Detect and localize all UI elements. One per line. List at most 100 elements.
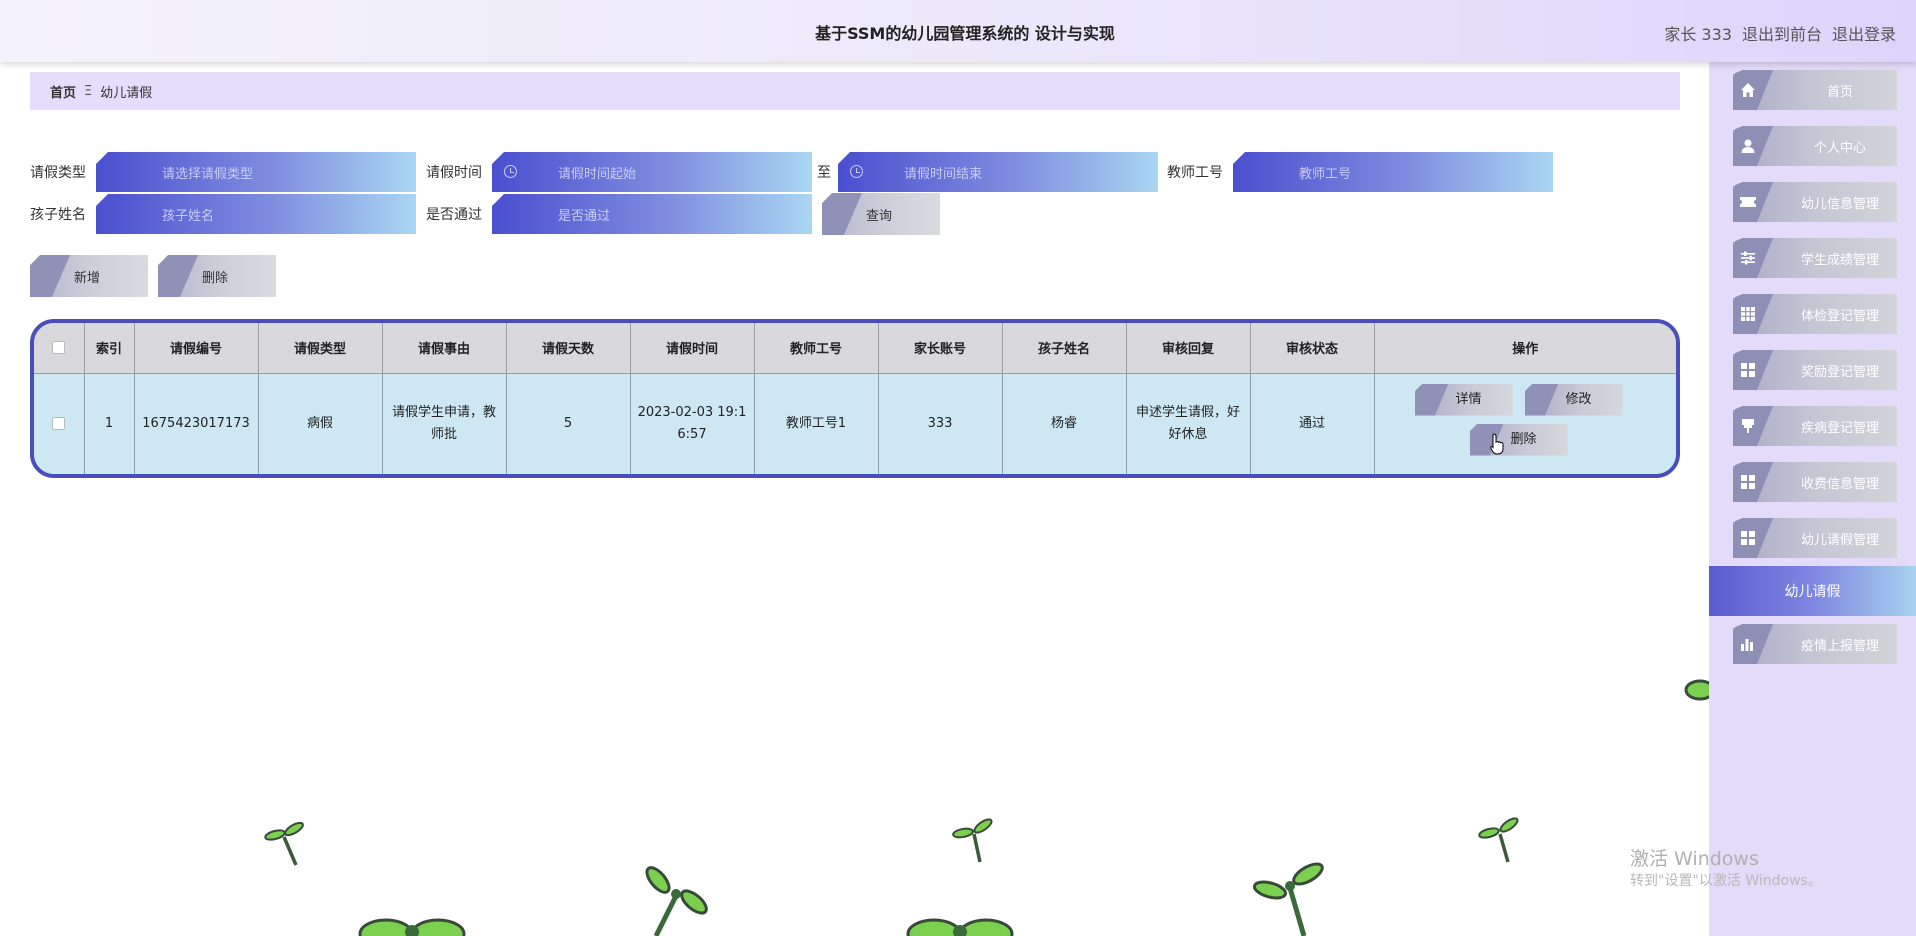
sidebar-item-label: 体检登记管理 [1800,308,1879,324]
cell-parent: 333 [878,372,1003,474]
cell-index: 1 [84,372,135,474]
cell-ops: 详情 修改 删除 [1374,372,1676,474]
cell-status: 通过 [1250,372,1375,474]
sidebar-item-leave-manage[interactable]: 幼儿请假管理 [1733,518,1897,558]
pass-select[interactable]: 是否通过 [492,194,812,234]
delete-button-label: 删除 [1510,431,1537,447]
header-child: 孩子姓名 [1002,323,1127,373]
header-reason: 请假事由 [382,323,507,373]
to-label: 至 [817,165,831,181]
sidebar-item-child-info[interactable]: 幼儿信息管理 [1733,182,1897,222]
detail-button-label: 详情 [1455,391,1482,407]
propeller-decoration-icon [1478,817,1519,863]
user-name: 家长 333 [1664,25,1732,44]
propeller-decoration-icon [358,918,466,936]
sidebar-item-label: 首页 [1826,84,1853,100]
sidebar-item-label: 收费信息管理 [1800,476,1879,492]
header-type: 请假类型 [258,323,383,373]
teacher-id-label: 教师工号 [1167,165,1223,181]
leave-table: 索引 请假编号 请假类型 请假事由 请假天数 请假时间 教师工号 家长账号 孩子… [30,319,1680,478]
exit-to-front-link[interactable]: 退出到前台 [1741,25,1822,44]
pass-label: 是否通过 [426,207,482,223]
query-button[interactable]: 查询 [822,193,940,235]
sliders-icon [1733,238,1773,278]
breadcrumb-home[interactable]: 首页 [50,85,77,101]
teacher-id-input[interactable]: 教师工号 [1233,152,1553,192]
header-code: 请假编号 [134,323,259,373]
sidebar-item-epidemic[interactable]: 疫情上报管理 [1733,624,1897,664]
ticket-icon [1733,182,1773,222]
propeller-decoration-icon [1252,862,1324,936]
cell-time: 2023-02-03 19:16:57 [630,372,755,474]
delete-button[interactable]: 删除 [1469,423,1568,456]
pass-placeholder: 是否通过 [558,208,611,224]
leave-time-label: 请假时间 [426,165,482,181]
teacher-id-placeholder: 教师工号 [1299,166,1352,182]
query-button-label: 查询 [866,208,893,224]
pin-icon [1733,406,1773,446]
user-icon [1733,126,1773,166]
sidebar-item-illness[interactable]: 疾病登记管理 [1733,406,1897,446]
leave-time-start-placeholder: 请假时间起始 [558,166,637,182]
grid-icon [1733,294,1773,334]
header-user-area: 家长 333 退出到前台 退出登录 [1664,21,1896,45]
grid-icon [1733,462,1773,502]
leave-type-select[interactable]: 请选择请假类型 [96,152,416,192]
clock-icon [850,165,863,178]
header-time: 请假时间 [630,323,755,373]
cell-reason: 请假学生申请，教师批 [382,372,507,474]
sidebar-item-rewards[interactable]: 奖励登记管理 [1733,350,1897,390]
batch-delete-button-label: 删除 [202,270,229,286]
select-all-header[interactable] [34,323,85,373]
sidebar-item-checkup[interactable]: 体检登记管理 [1733,294,1897,334]
leave-time-end-input[interactable]: 请假时间结束 [838,152,1158,192]
child-name-label: 孩子姓名 [30,207,86,223]
batch-delete-button[interactable]: 删除 [158,255,276,297]
sidebar-item-fees[interactable]: 收费信息管理 [1733,462,1897,502]
breadcrumb-separator: Ξ [84,83,93,99]
leave-time-start-input[interactable]: 请假时间起始 [492,152,812,192]
sidebar-item-leave[interactable]: 幼儿请假 [1709,566,1916,616]
leave-time-end-placeholder: 请假时间结束 [904,166,983,182]
header-teacher: 教师工号 [754,323,879,373]
leave-type-placeholder: 请选择请假类型 [162,166,254,182]
home-icon [1733,70,1773,110]
header-ops: 操作 [1374,323,1676,373]
sidebar-item-label: 个人中心 [1813,140,1866,156]
mouse-cursor-icon [1490,433,1504,455]
add-button[interactable]: 新增 [30,255,148,297]
sidebar-item-label: 幼儿请假 [1784,584,1841,600]
sidebar-item-label: 奖励登记管理 [1800,364,1879,380]
sidebar-item-personal[interactable]: 个人中心 [1733,126,1897,166]
child-name-input[interactable]: 孩子姓名 [96,194,416,234]
header-reply: 审核回复 [1126,323,1251,373]
top-header: 基于SSM的幼儿园管理系统的 设计与实现 家长 333 退出到前台 退出登录 [0,0,1916,62]
windows-activation-subtitle: 转到"设置"以激活 Windows。 [1630,873,1822,889]
row-select-cell[interactable] [34,372,85,474]
edit-button-label: 修改 [1565,391,1592,407]
sidebar-item-home[interactable]: 首页 [1733,70,1897,110]
detail-button[interactable]: 详情 [1414,383,1513,416]
select-all-checkbox[interactable] [52,341,66,355]
edit-button[interactable]: 修改 [1524,383,1623,416]
row-checkbox[interactable] [52,416,66,430]
propeller-decoration-icon [1684,679,1709,701]
sidebar-item-label: 幼儿信息管理 [1800,196,1879,212]
cell-reply: 申述学生请假，好好休息 [1126,372,1251,474]
sidebar-item-label: 学生成绩管理 [1800,252,1879,268]
bar-chart-icon [1733,624,1773,664]
clock-icon [504,165,517,178]
propeller-decoration-icon [952,818,993,863]
header-index: 索引 [84,323,135,373]
logout-link[interactable]: 退出登录 [1831,25,1896,44]
propeller-decoration-icon [264,821,304,866]
header-days: 请假天数 [506,323,631,373]
cell-days: 5 [506,372,631,474]
table-header-row: 索引 请假编号 请假类型 请假事由 请假天数 请假时间 教师工号 家长账号 孩子… [34,323,1676,373]
sidebar-item-label: 疫情上报管理 [1800,638,1879,654]
cell-code: 1675423017173 [134,372,259,474]
header-parent: 家长账号 [878,323,1003,373]
sidebar-item-label: 幼儿请假管理 [1800,532,1879,548]
windows-activation-title: 激活 Windows [1630,848,1759,870]
sidebar-item-scores[interactable]: 学生成绩管理 [1733,238,1897,278]
